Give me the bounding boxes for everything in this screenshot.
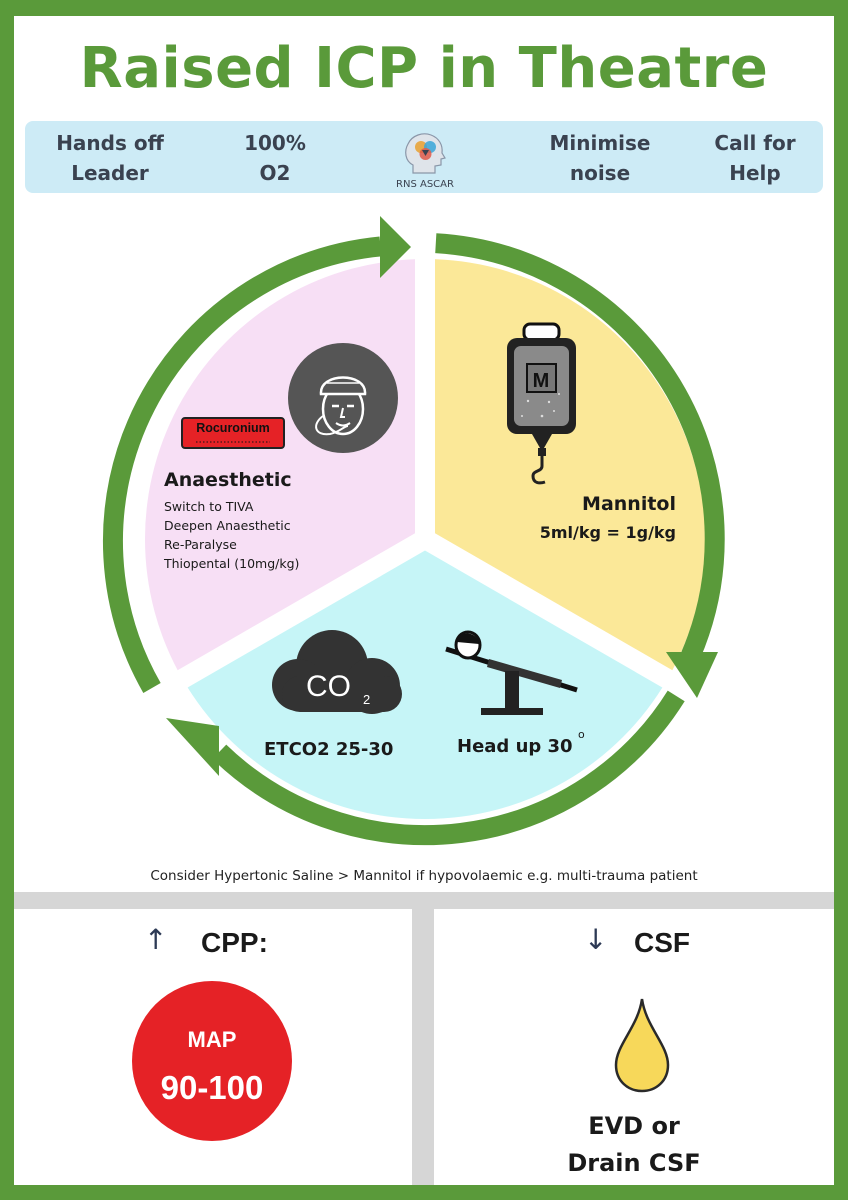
banner-item-call-for-help: Call for Help [714,131,796,185]
logo: RNS ASCAR [395,127,455,190]
csf-line-1: EVD or [588,1112,680,1140]
section-divider-horizontal [14,892,834,909]
poster: Raised ICP in Theatre Hands off Leader 1… [14,16,834,1185]
action-banner: Hands off Leader 100% O2 RNS ASCAR Minim… [25,121,823,193]
separator-left [141,530,430,709]
map-target-circle [132,981,292,1141]
separator-right [420,530,709,709]
anaesthetic-heading: Anaesthetic [164,469,292,491]
csf-drop-icon [614,998,670,1093]
etco2-label: ETCO2 25-30 [264,739,393,760]
hypertonic-saline-note: Consider Hypertonic Saline > Mannitol if… [150,868,698,884]
cpp-panel: ↑ CPP: MAP 90-100 [14,909,412,1185]
section-divider-vertical [412,909,434,1185]
co2-cloud-text: CO [306,670,351,703]
anaesthetic-face-icon [288,343,398,453]
iv-bag-icon [507,322,576,485]
banner-item-hands-off-leader: Hands off Leader [56,131,164,185]
banner-item-minimise-noise: Minimise noise [549,131,651,185]
arrow-down-icon: ↓ [584,923,608,956]
arrowhead-right [666,652,718,698]
arrow-arc-bottom [212,690,685,846]
mannitol-dose: 5ml/kg = 1g/kg [540,523,676,542]
anaesthetic-line-4: Thiopental (10mg/kg) [163,556,299,571]
brain-head-icon [405,133,446,174]
cpp-heading: CPP: [201,927,268,958]
iv-bag-letter: M [533,370,550,392]
map-label: MAP [187,1027,237,1052]
arrowhead-top [380,216,411,278]
head-up-label: Head up 30 [457,736,573,757]
rocuronium-label-text: Rocuronium [196,421,270,435]
anaesthetic-line-1: Switch to TIVA [164,499,254,514]
map-value: 90-100 [160,1069,264,1106]
arrow-arc-right [435,233,725,660]
co2-cloud-subscript: 2 [363,692,370,707]
rocuronium-label-box [181,417,285,449]
logo-text: RNS ASCAR [396,179,454,190]
head-up-patient-icon [445,630,578,715]
arrow-arc-left [102,236,382,693]
csf-panel: ↓ CSF EVD or Drain CSF [434,909,834,1185]
anaesthetic-line-2: Deepen Anaesthetic [164,518,291,533]
csf-line-2: Drain CSF [567,1149,701,1177]
page-title: Raised ICP in Theatre [79,36,769,101]
arrowhead-bottom-left [166,718,219,776]
co2-cloud-icon [272,630,402,714]
mannitol-heading: Mannitol [582,493,676,515]
icp-cycle-diagram: Rocuronium Anaesthetic Switch to TIVA De… [102,216,725,846]
degree-symbol: o [578,728,585,741]
banner-item-oxygen: 100% O2 [244,131,306,185]
arrow-up-icon: ↑ [144,923,168,956]
anaesthetic-line-3: Re-Paralyse [164,537,237,552]
csf-heading: CSF [634,927,690,958]
